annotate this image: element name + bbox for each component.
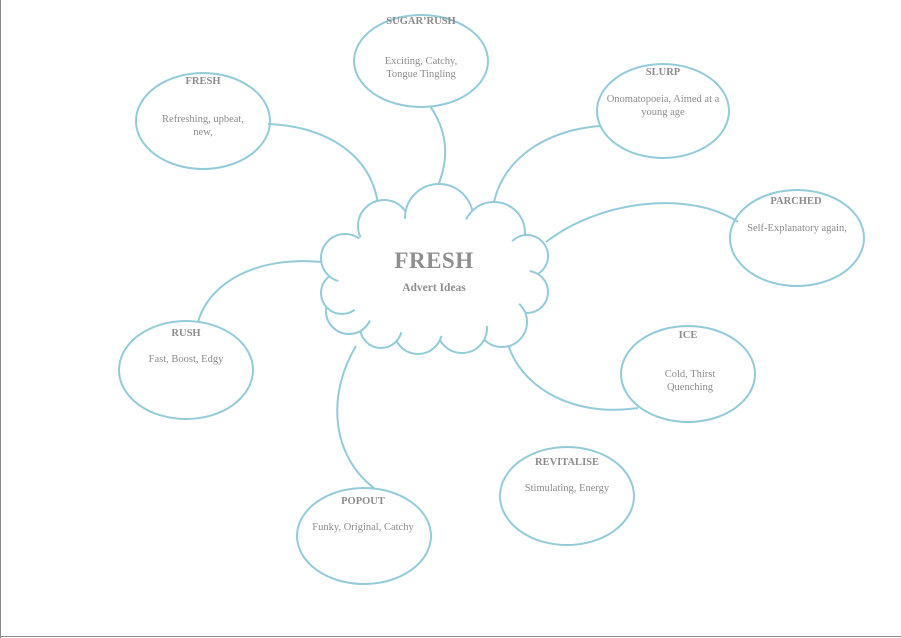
idea-bubble-ice (620, 325, 756, 423)
idea-bubble-sugar-rush (353, 14, 489, 108)
central-cloud (320, 183, 549, 355)
idea-title-fresh: FRESH (185, 76, 221, 87)
idea-bubble-fresh (135, 72, 271, 170)
connector-fresh (267, 123, 379, 205)
connector-sugar-rush (429, 105, 447, 191)
idea-bubble-rush (118, 320, 254, 420)
connector-slurp (492, 125, 601, 209)
connector-rush (197, 260, 323, 323)
idea-title-revitalise: REVITALISE (535, 457, 599, 468)
connector-parched (545, 202, 739, 243)
idea-description-revitalise: Stimulating, Energy (524, 483, 610, 494)
idea-description-sugar-rush: Exciting, Catchy, Tongue Tingling (384, 56, 458, 80)
idea-bubble-popout (296, 487, 432, 585)
idea-title-slurp: SLURP (645, 67, 681, 78)
page-left-border (0, 0, 1, 638)
idea-bubble-slurp (596, 63, 730, 159)
idea-title-ice: ICE (678, 330, 698, 341)
idea-description-slurp: Onomatopoeia, Aimed at a young age (606, 94, 720, 118)
page-bottom-border (0, 636, 901, 637)
idea-bubble-parched (729, 189, 865, 287)
idea-description-parched: Self-Explanatory again, (747, 223, 847, 234)
idea-description-popout: Funky, Original, Catchy (312, 522, 414, 533)
idea-title-rush: RUSH (171, 328, 201, 339)
connector-popout (336, 345, 375, 489)
idea-description-rush: Fast, Boost, Edgy (148, 354, 224, 365)
central-topic-subtitle: Advert Ideas (402, 282, 466, 294)
idea-title-parched: PARCHED (770, 196, 822, 207)
idea-title-sugar-rush: SUGAR’RUSH (386, 16, 456, 27)
central-topic-title: FRESH (394, 248, 474, 273)
idea-bubble-revitalise (499, 446, 635, 546)
idea-title-popout: POPOUT (341, 496, 385, 507)
idea-description-ice: Cold, Thirst Quenching (664, 369, 716, 393)
connector-ice (507, 343, 639, 411)
idea-description-fresh: Refreshing, upbeat, new, (162, 114, 244, 138)
